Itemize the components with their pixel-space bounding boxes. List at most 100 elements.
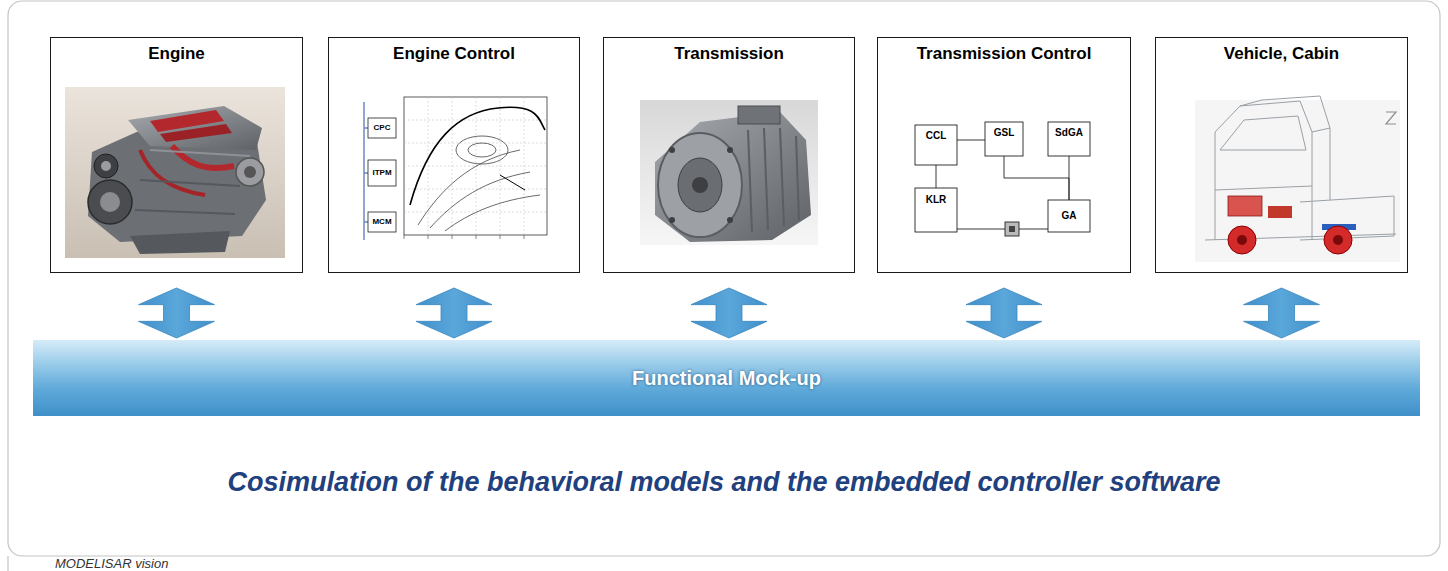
vehicle-wireframe: [1195, 96, 1400, 262]
vehicle-wireframe: [1268, 206, 1292, 218]
engine-map-figure: [476, 235, 477, 239]
vehicle-wireframe: [1228, 196, 1262, 216]
engine-map-figure: [428, 97, 429, 235]
module-label: CCL: [915, 127, 957, 145]
vehicle-wireframe: [1215, 101, 1312, 240]
engine-map-figure: [500, 235, 501, 239]
engine-photo: [135, 210, 235, 214]
engine-map-figure: [368, 212, 396, 232]
engine-map-figure: [363, 102, 365, 240]
gearbox-control-figure: [1048, 200, 1090, 232]
box-title: Transmission Control: [878, 38, 1130, 65]
gearbox-control-figure: [1004, 156, 1069, 200]
module-label: ITPM: [368, 160, 396, 186]
gearbox-photo: [748, 128, 799, 232]
engine-photo: [101, 161, 111, 171]
figure-caption: Cosimulation of the behavioral models an…: [0, 465, 1448, 499]
vehicle-wireframe: [1220, 116, 1306, 150]
gearbox-photo: [780, 128, 784, 226]
gearbox-photo: [640, 100, 818, 245]
engine-photo: [128, 106, 262, 150]
gearbox-control-figure: [915, 125, 957, 165]
engine-photo: [244, 166, 256, 178]
engine-photo: [172, 146, 234, 168]
engine-photo: [65, 87, 285, 258]
vehicle-wireframe: [1324, 226, 1352, 254]
engine-map-figure: [404, 235, 524, 239]
component-box: Vehicle, Cabin: [1155, 37, 1408, 273]
gearbox-photo: [764, 128, 768, 230]
engine-photo: [150, 150, 250, 156]
gearbox-control-figure: [957, 140, 985, 141]
vehicle-wireframe: [1228, 226, 1256, 254]
engine-map-figure: [404, 143, 547, 144]
engine-photo: [140, 150, 205, 195]
double-block-arrow: [966, 288, 1042, 338]
engine-map-figure: [452, 235, 453, 239]
vehicle-wireframe: [1386, 112, 1396, 124]
engine-photo: [140, 180, 240, 186]
engine-map-figure: [404, 97, 547, 235]
vehicle-wireframe: [1312, 128, 1330, 200]
gearbox-photo: [655, 112, 811, 242]
engine-map-figure: [364, 97, 547, 240]
gearbox-photo: [658, 133, 742, 237]
engine-map-figure: [404, 97, 547, 235]
engine-map-figure: [404, 235, 405, 239]
gearbox-control-figure: [1005, 222, 1019, 236]
double-block-arrow: [1244, 288, 1320, 338]
engine-photo: [130, 231, 230, 254]
engine-map-figure: [404, 189, 547, 190]
box-title: Engine Control: [329, 38, 579, 65]
module-label: SdGA: [1048, 124, 1090, 142]
engine-map-figure: [500, 175, 525, 190]
engine-map-figure: [410, 107, 545, 205]
engine-photo: [88, 180, 132, 224]
gearbox-control-figure: [985, 122, 1023, 156]
engine-map-figure: [364, 172, 368, 174]
gearbox-photo: [727, 217, 733, 223]
engine-map-figure: [364, 221, 368, 223]
engine-map-figure: [524, 97, 525, 235]
engine-photo: [100, 192, 120, 212]
engine-map-figure: [456, 136, 508, 164]
platform-band: Functional Mock-up: [33, 340, 1420, 416]
gearbox-control-figure: [915, 188, 957, 232]
box-title: Vehicle, Cabin: [1156, 38, 1407, 65]
component-box: Transmission: [603, 37, 855, 273]
engine-map-figure: [428, 235, 429, 239]
engine-photo: [65, 87, 285, 258]
gearbox-control-figure: [957, 229, 1005, 230]
gearbox-photo: [738, 106, 780, 124]
double-block-arrow: [691, 288, 767, 338]
engine-photo: [236, 158, 264, 186]
module-label: KLR: [915, 191, 957, 209]
gearbox-control-figure: [1048, 122, 1090, 156]
vehicle-wireframe: [1215, 186, 1312, 190]
box-title: Transmission: [604, 38, 854, 65]
engine-map-figure: [445, 195, 540, 231]
engine-photo: [160, 124, 232, 142]
gearbox-control-figure: [936, 140, 1069, 229]
module-label: CPC: [368, 118, 396, 138]
gearbox-control-figure: [936, 165, 937, 188]
gearbox-photo: [669, 147, 675, 153]
gearbox-control-figure: [1009, 226, 1015, 232]
engine-map-figure: [500, 97, 501, 235]
component-box: Transmission Control: [877, 37, 1131, 273]
module-label: GSL: [985, 124, 1023, 142]
engine-map-figure: [368, 160, 396, 186]
band-label: Functional Mock-up: [632, 367, 821, 390]
module-label: MCM: [368, 212, 396, 232]
vehicle-wireframe: [1237, 235, 1247, 245]
double-block-arrow: [416, 288, 492, 338]
engine-map-figure: [404, 120, 547, 121]
gearbox-photo: [678, 158, 722, 212]
engine-photo: [94, 154, 118, 178]
gearbox-control-figure: [1069, 156, 1070, 200]
component-box: Engine Control: [328, 37, 580, 273]
gearbox-photo: [692, 177, 708, 193]
engine-map-figure: [430, 172, 530, 228]
gearbox-photo: [669, 217, 675, 223]
